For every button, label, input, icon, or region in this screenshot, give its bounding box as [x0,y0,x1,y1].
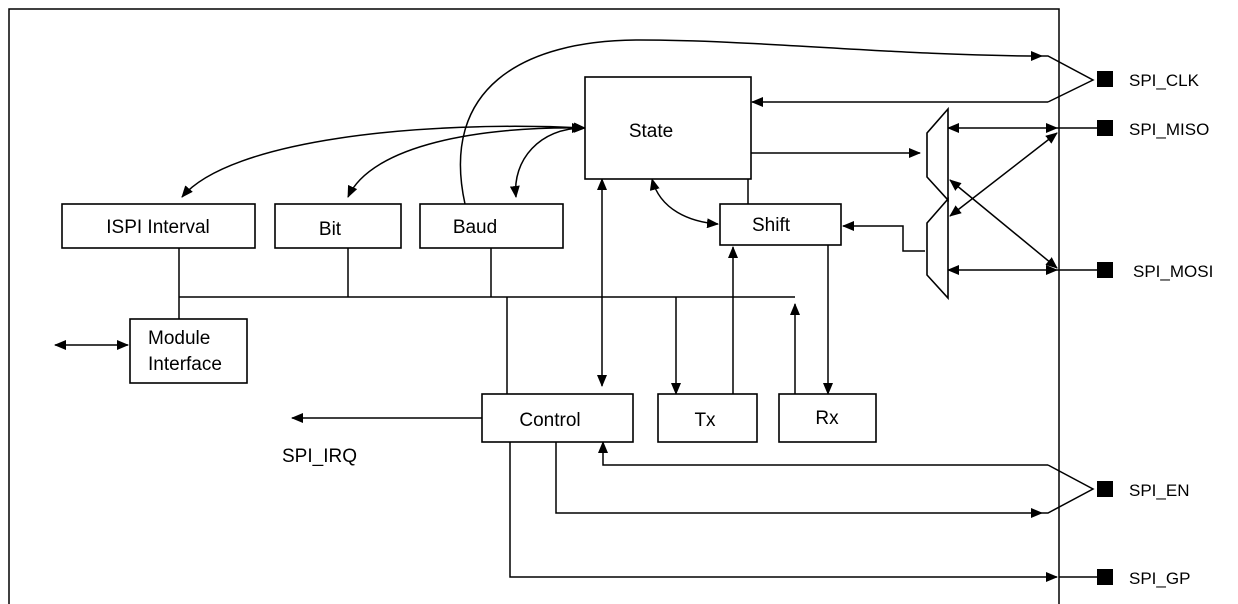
pin-spi-mosi: SPI_MOSI [1097,262,1213,281]
miso-cross-line [949,132,1058,217]
outer-frame [8,8,1060,604]
module-interface-label-line1: Module [148,328,210,349]
mux-upper [926,106,949,203]
shift-block: Shift [719,203,842,246]
spi-clk-label: SPI_CLK [1129,71,1200,90]
control-to-spi-en-line [555,442,1043,518]
pin-spi-clk: SPI_CLK [1097,71,1200,90]
module-interface-block: Module Interface [129,318,248,384]
state-block: State [584,76,752,180]
bit-block: Bit [274,203,402,249]
spi-en-merge [1042,464,1095,514]
mux-lower [926,196,949,301]
rx-label: Rx [815,408,839,429]
module-interface-label-line2: Interface [148,354,222,375]
state-label: State [629,121,673,142]
mux-to-shift-line [842,221,925,252]
shift-label: Shift [752,215,791,236]
spi-miso-label: SPI_MISO [1129,120,1209,139]
state-to-baud-line [509,123,584,198]
tx-label: Tx [694,410,716,431]
control-to-spi-gp-line [509,442,1058,582]
baud-to-spi-clk-line [459,39,1043,205]
ispi-interval-block: ISPI Interval [61,203,256,249]
pin-spi-miso: SPI_MISO [1097,120,1209,139]
control-label: Control [519,410,580,431]
pin-spi-gp: SPI_GP [1097,569,1190,588]
shift-to-mux-line [747,148,921,204]
tx-block: Tx [657,393,758,443]
spi-en-label: SPI_EN [1129,481,1189,500]
baud-label: Baud [453,217,497,238]
pin-spi-en: SPI_EN [1097,481,1189,500]
spi-irq-label: SPI_IRQ [282,446,357,467]
connections [54,39,1097,582]
ispi-interval-label: ISPI Interval [106,217,210,238]
rx-block: Rx [778,393,877,443]
bit-label: Bit [319,219,342,240]
spi-mosi-label: SPI_MOSI [1133,262,1213,281]
spi-en-return-to-control-line [598,441,1048,466]
spi-gp-label: SPI_GP [1129,569,1190,588]
mosi-cross-line [949,179,1058,269]
state-to-bit-line [347,122,586,198]
control-block: Control [481,393,634,443]
baud-block: Baud [419,203,564,249]
state-to-shift-line [649,178,719,229]
spi-clk-merge [1042,55,1095,103]
